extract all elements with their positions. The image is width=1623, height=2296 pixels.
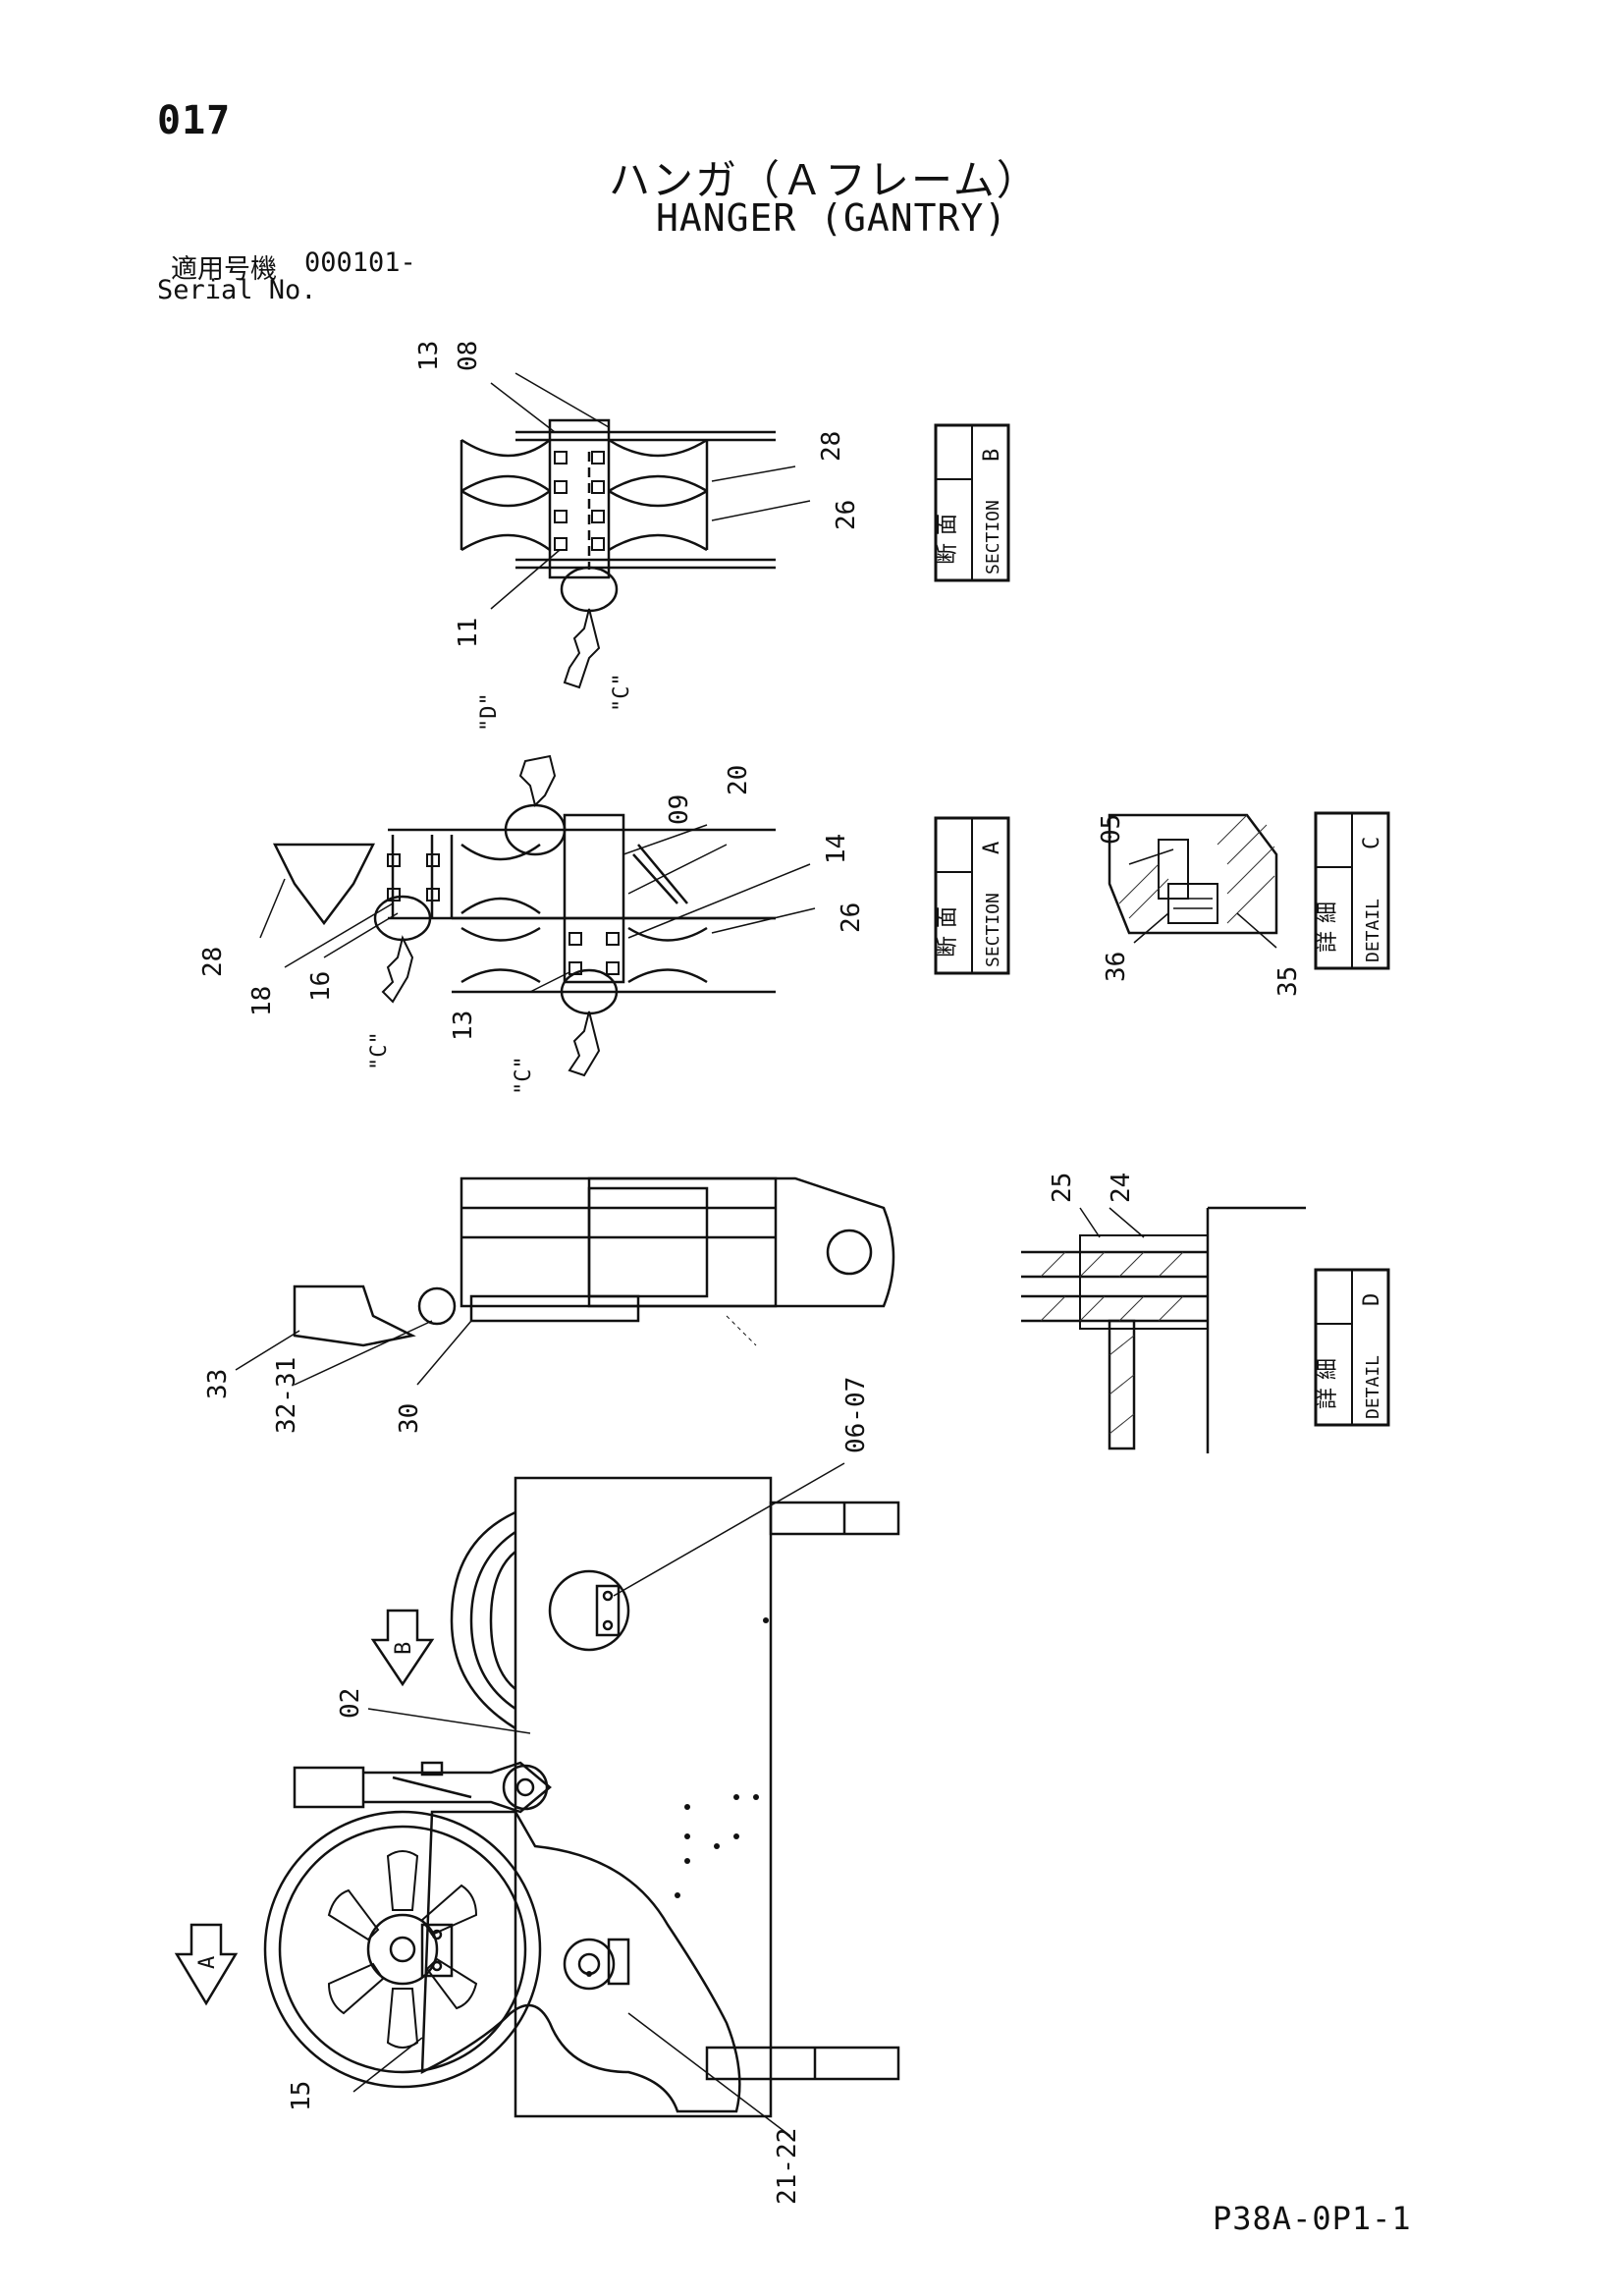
- part-label-33: 33: [203, 1369, 233, 1399]
- part-label-11: 11: [454, 618, 483, 648]
- part-label-35: 35: [1273, 966, 1303, 997]
- part-label-21-22: 21-22: [773, 2128, 802, 2205]
- part-label-16: 16: [306, 971, 336, 1002]
- part-label-25: 25: [1048, 1173, 1077, 1203]
- view-arrow-b: [370, 1609, 435, 1687]
- part-label-30: 30: [395, 1403, 424, 1434]
- page-title-english: HANGER (GANTRY): [656, 196, 1008, 240]
- section-a-view: [259, 754, 816, 1077]
- part-label-26-mid: 26: [837, 902, 866, 933]
- section-a-label: SECTION: [983, 893, 1003, 967]
- detail-c-label-box: [1314, 811, 1390, 970]
- section-a-label-box: [934, 816, 1010, 975]
- section-a-kanji-1: 断: [936, 936, 960, 957]
- part-label-18: 18: [247, 986, 277, 1016]
- part-label-24: 24: [1107, 1173, 1136, 1203]
- part-label-13-mid: 13: [449, 1011, 478, 1041]
- page-title-japanese: ハンガ（Ａフレーム）: [609, 156, 1040, 204]
- view-arrow-a: [174, 1923, 239, 2006]
- detail-d-label-box: [1314, 1268, 1390, 1427]
- detail-c-kanji-1: 詳: [1316, 931, 1340, 953]
- part-label-20: 20: [724, 765, 753, 795]
- part-label-06-07: 06-07: [841, 1377, 871, 1453]
- detail-d-letter: D: [1360, 1293, 1384, 1306]
- section-b-letter: B: [980, 449, 1004, 462]
- section-a-letter: A: [980, 842, 1004, 854]
- detail-c-label: DETAIL: [1363, 899, 1383, 962]
- ref-d-top: "D": [477, 692, 502, 732]
- part-label-02: 02: [336, 1688, 365, 1719]
- section-b-kanji-1: 断: [936, 543, 960, 565]
- detail-c-kanji-2: 細: [1316, 902, 1340, 923]
- section-a-kanji-2: 面: [936, 906, 960, 928]
- page-number: 017: [157, 98, 232, 143]
- arrow-b-letter: B: [392, 1642, 416, 1655]
- part-label-28-top: 28: [817, 431, 846, 462]
- detail-c-letter: C: [1360, 837, 1384, 849]
- ref-c-bottom: "C": [512, 1056, 536, 1095]
- part-label-08: 08: [454, 341, 483, 371]
- serial-label-english: Serial No.: [157, 275, 317, 305]
- part-label-26-top: 26: [832, 500, 861, 530]
- part-label-13-top: 13: [414, 341, 444, 371]
- ref-c-left: "C": [367, 1031, 392, 1070]
- detail-d-kanji-2: 細: [1316, 1358, 1340, 1380]
- ref-c-top: "C": [610, 673, 634, 712]
- serial-label-japanese: 適用号機: [171, 254, 277, 285]
- part-label-36: 36: [1102, 952, 1131, 982]
- section-b-label-box: [934, 423, 1010, 582]
- serial-number: 000101-: [304, 247, 416, 278]
- detail-d-view: [1021, 1206, 1306, 1453]
- part-label-15: 15: [287, 2081, 316, 2111]
- detail-c-view: [1108, 813, 1278, 949]
- part-label-09: 09: [665, 794, 694, 825]
- part-label-14: 14: [822, 834, 851, 864]
- drawing-code: P38A-0P1-1: [1213, 2200, 1412, 2237]
- section-b-view: [460, 372, 811, 689]
- hanger-side-view: [235, 1176, 895, 1386]
- detail-d-label: DETAIL: [1363, 1355, 1383, 1419]
- arrow-a-letter: A: [195, 1956, 220, 1969]
- section-b-label: SECTION: [983, 500, 1003, 574]
- detail-d-kanji-1: 詳: [1316, 1388, 1340, 1409]
- part-label-05: 05: [1097, 814, 1126, 845]
- section-b-kanji-2: 面: [936, 514, 960, 535]
- hanger-main-view: [263, 1462, 900, 2137]
- part-label-32-31: 32-31: [272, 1357, 301, 1434]
- part-label-28-mid: 28: [198, 947, 228, 977]
